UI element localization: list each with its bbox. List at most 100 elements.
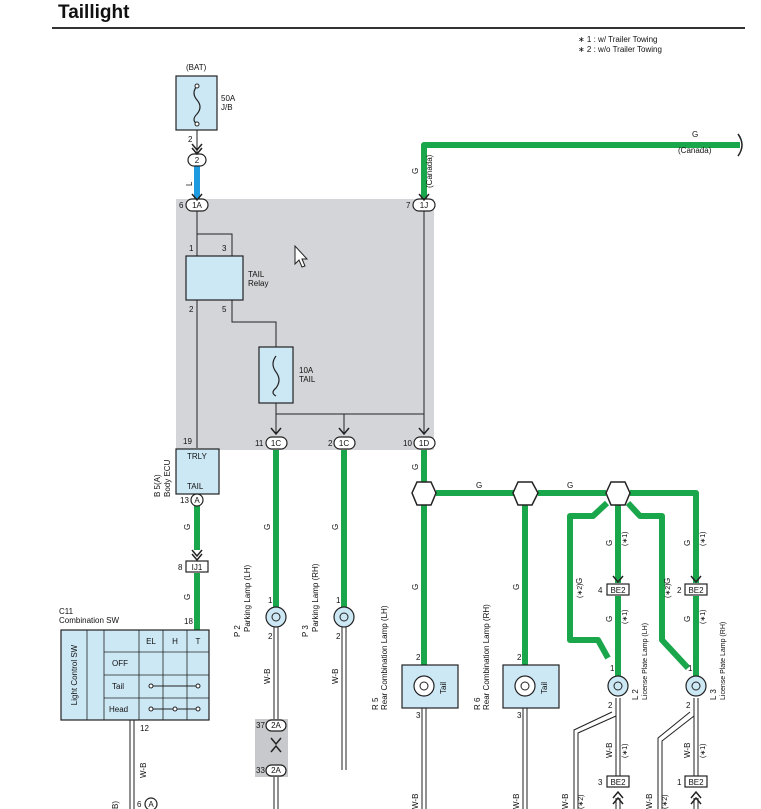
pin-label: 3	[598, 778, 603, 787]
wire-note-star1: (∗1)	[700, 532, 707, 546]
wire-color-wb: W-B	[139, 763, 148, 778]
wire-note-star2: (∗2)	[577, 584, 584, 598]
pin-label: 3	[222, 244, 227, 253]
pin-label: 2	[686, 701, 691, 710]
wire-note-star1: (∗1)	[622, 744, 629, 758]
wire-color-wb: W-B	[561, 794, 570, 809]
connector-1d	[413, 436, 436, 450]
wire-l3-feed	[630, 490, 699, 583]
r6-tail-label: Tail	[540, 682, 549, 694]
wire-color-wb: W-B	[512, 794, 521, 809]
pin-label: 2	[336, 632, 341, 641]
wire-color-wb: W-B	[683, 743, 692, 758]
pin-label: 1	[268, 596, 273, 605]
wire-note-star1: (∗1)	[622, 532, 629, 546]
connector-2a-37	[265, 719, 287, 732]
wire-color-wb: W-B	[605, 743, 614, 758]
title-rule	[52, 27, 745, 29]
fuse-10a-icon	[272, 355, 280, 397]
wire-color-wb: W-B	[331, 669, 340, 684]
mouse-cursor-icon	[294, 244, 309, 268]
pin-label: 1	[610, 664, 615, 673]
pin-label: 2	[189, 305, 194, 314]
legend-item-1: ∗ 1 : w/ Trailer Towing	[578, 35, 657, 44]
canada-top-label: (Canada)	[678, 146, 712, 155]
c11-code: C11	[59, 607, 74, 616]
splice-point	[512, 481, 539, 506]
connector-label: 2A	[271, 766, 281, 775]
wire-color-g: G	[411, 464, 420, 470]
pin-label: 11	[255, 439, 264, 448]
parking-lamp-rh-icon	[333, 606, 355, 628]
fuse-50a-icon	[193, 85, 201, 125]
wire-note-star1: (∗1)	[700, 610, 707, 624]
green-wires	[194, 142, 740, 678]
connector-label: BE2	[610, 778, 626, 787]
connector-a-ecu	[190, 493, 204, 507]
pin-label: 37	[256, 721, 265, 730]
switch-row-off: OFF	[112, 659, 128, 668]
connector-label: A	[148, 800, 154, 809]
connector-label: BE2	[688, 778, 704, 787]
pin-label: 3	[517, 711, 522, 720]
connector-ij1	[185, 560, 209, 573]
pin-label: 1	[336, 596, 341, 605]
tail-relay-box	[185, 255, 244, 301]
wire-color-l: L	[185, 181, 194, 186]
switch-row-tail: Tail	[112, 682, 124, 691]
fuse-50a-name: J/B	[221, 103, 233, 112]
connector-label: 1A	[192, 201, 202, 210]
connector-be2-1	[684, 775, 708, 788]
bat-label: (BAT)	[186, 63, 207, 72]
wire-continuation-mark	[737, 133, 743, 157]
wire-color-g: G	[683, 540, 692, 546]
canada-side-label: (Canada)	[425, 154, 434, 188]
pin-label: 1	[189, 244, 194, 253]
p3-code: P 3	[301, 625, 310, 637]
connector-2a-33	[265, 764, 287, 777]
wire-color-g: G	[331, 524, 340, 530]
light-control-sw-label: Light Control SW	[70, 644, 79, 705]
wire-l2-bypass	[567, 500, 611, 660]
connector-a-bottom	[144, 797, 158, 809]
connector-label: 1C	[339, 439, 349, 448]
connector-label: A	[194, 496, 200, 505]
wire-g-canada	[421, 142, 740, 199]
pin-label: 19	[183, 437, 192, 446]
splice-point	[605, 481, 631, 506]
wire-color-g: G	[476, 481, 482, 490]
p2-code: P 2	[233, 625, 242, 637]
pin-label: 2	[677, 586, 682, 595]
l3-name: License Plate Lamp (RH)	[720, 622, 727, 700]
pin-label: 10	[403, 439, 412, 448]
pin-label: 6	[179, 201, 184, 210]
wire-note-star1: (∗1)	[622, 610, 629, 624]
p3-name: Parking Lamp (RH)	[311, 563, 320, 632]
fuse-10a-rating: 10A	[299, 366, 314, 375]
pin-label: B)	[111, 801, 120, 809]
pin-label: 2	[517, 653, 522, 662]
wire-color-g: G	[605, 540, 614, 546]
pin-label: 4	[598, 586, 603, 595]
wire-color-wb: W-B	[411, 794, 420, 809]
page-title: Taillight	[58, 2, 130, 23]
l2-code: L 2	[631, 689, 640, 700]
wire-color-g: G	[605, 616, 614, 622]
connector-label: 1J	[420, 201, 428, 210]
wire-note-star2: (∗2)	[665, 584, 672, 598]
r5-code: R 5	[371, 697, 380, 710]
trly-label: TRLY	[187, 452, 208, 461]
pin-label: 13	[180, 496, 189, 505]
wire-color-g: G	[263, 524, 272, 530]
connector-label: BE2	[688, 586, 704, 595]
pin-label: 2	[416, 653, 421, 662]
wire-color-g: G	[512, 584, 521, 590]
body-ecu-box	[175, 448, 220, 495]
relay-block-panel	[176, 199, 434, 450]
pin-label: 2	[608, 701, 613, 710]
wire-color-g: G	[575, 578, 584, 584]
wire-color-g: G	[567, 481, 573, 490]
wire-color-g: G	[411, 584, 420, 590]
r6-code: R 6	[473, 697, 482, 710]
connector-1c-2	[333, 436, 356, 450]
